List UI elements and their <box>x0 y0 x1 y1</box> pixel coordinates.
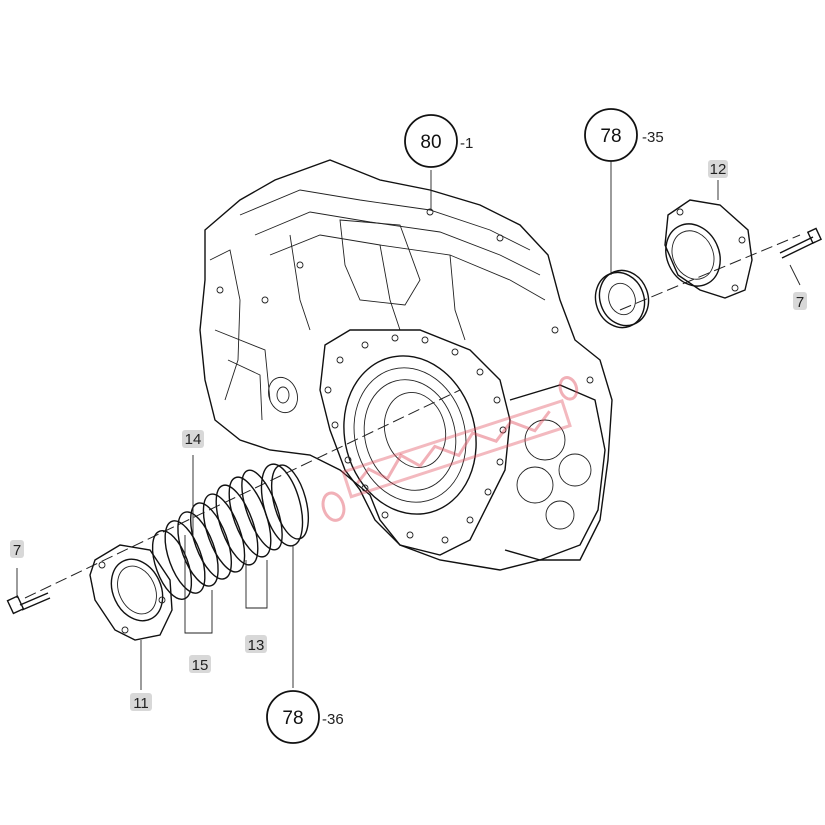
bolt-7-left <box>6 592 51 615</box>
disc-pack <box>151 469 283 600</box>
callout-80-suffix: -1 <box>460 135 473 152</box>
callout-80-number: 80 <box>420 132 441 153</box>
part-label-14: 14 <box>185 431 202 448</box>
leader-lines <box>16 158 801 690</box>
watermark-logo <box>321 376 579 522</box>
callout-78-35: 78 -35 <box>584 108 664 162</box>
part-labels: 12 7 7 14 13 15 11 <box>10 160 807 712</box>
callout-78-36-suffix: -36 <box>322 711 344 728</box>
part-label-12: 12 <box>710 161 727 178</box>
bearing-retainer-12 <box>664 199 753 299</box>
callout-78-36: 78 -36 <box>266 690 344 744</box>
transmission-housing <box>199 159 613 571</box>
callout-80-1: 80 -1 <box>404 114 473 168</box>
bearing-retainer-11 <box>89 544 173 641</box>
part-label-13: 13 <box>248 637 265 654</box>
assembly-axis-line-right <box>619 234 801 311</box>
part-label-7-left: 7 <box>13 542 21 559</box>
part-label-11: 11 <box>133 695 149 712</box>
part-label-7-right: 7 <box>796 294 804 311</box>
bolt-7-right <box>779 227 822 259</box>
callout-78-36-number: 78 <box>282 708 303 729</box>
callout-78-35-suffix: -35 <box>642 129 664 146</box>
oil-seal-top <box>594 269 650 329</box>
part-label-15: 15 <box>192 657 209 674</box>
flange-bolt-holes <box>216 208 594 544</box>
oil-seal-bottom <box>260 463 310 547</box>
callout-78-35-number: 78 <box>600 126 621 147</box>
